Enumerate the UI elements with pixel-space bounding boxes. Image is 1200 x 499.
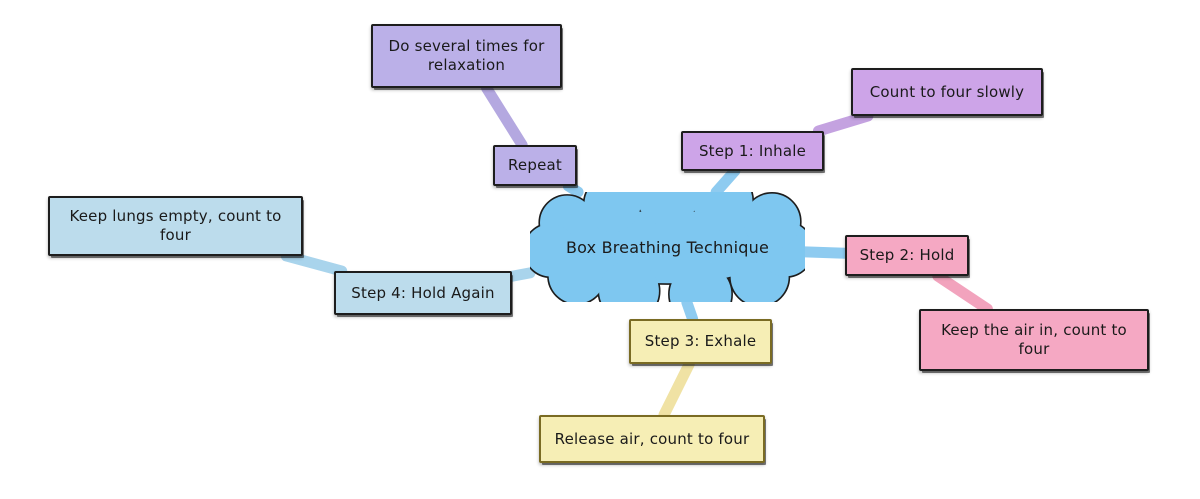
edge-step3-to-step3-leaf (658, 358, 695, 421)
edge-repeat-to-repeat-leaf (481, 82, 528, 151)
edge-root-to-step4 (506, 267, 536, 282)
mindmap-node-label: Step 1: Inhale (698, 141, 807, 160)
mindmap-node-step2[interactable]: Step 2: Hold (845, 235, 969, 276)
mindmap-node-step1-leaf[interactable]: Count to four slowly (851, 68, 1043, 116)
cloud-shape-icon (530, 192, 805, 302)
mindmap-node-step4[interactable]: Step 4: Hold Again (334, 271, 512, 315)
mindmap-node-label: Step 2: Hold (859, 246, 955, 265)
mindmap-node-step2-leaf[interactable]: Keep the air in, count to four (919, 309, 1149, 371)
mindmap-node-step1[interactable]: Step 1: Inhale (681, 131, 824, 171)
mindmap-node-repeat[interactable]: Repeat (493, 145, 577, 186)
edge-root-to-step2 (799, 246, 851, 259)
edge-step2-to-step2-leaf (932, 270, 993, 315)
mindmap-node-repeat-leaf[interactable]: Do several times for relaxation (371, 24, 562, 88)
edge-step4-to-step4-leaf (280, 250, 348, 277)
central-node-label: Box Breathing Technique (565, 237, 770, 257)
mindmap-node-label: Keep lungs empty, count to four (69, 207, 282, 244)
edge-root-to-step3 (681, 296, 699, 325)
central-node-cloud[interactable]: Box Breathing Technique (530, 192, 805, 302)
mindmap-node-label: Step 4: Hold Again (351, 283, 495, 302)
mindmap-node-label: Release air, count to four (554, 429, 750, 448)
mindmap-node-label: Count to four slowly (869, 82, 1025, 101)
mindmap-node-step4-leaf[interactable]: Keep lungs empty, count to four (48, 196, 303, 256)
mindmap-node-label: Repeat (507, 156, 562, 175)
edge-step1-to-step1-leaf (812, 110, 874, 137)
mindmap-node-label: Do several times for relaxation (388, 37, 545, 74)
mindmap-node-step3[interactable]: Step 3: Exhale (629, 319, 772, 364)
mindmap-node-label: Keep the air in, count to four (941, 321, 1127, 358)
mindmap-node-step3-leaf[interactable]: Release air, count to four (539, 415, 765, 463)
edge-root-to-step1 (710, 165, 741, 198)
mindmap-node-label: Step 3: Exhale (644, 332, 757, 351)
